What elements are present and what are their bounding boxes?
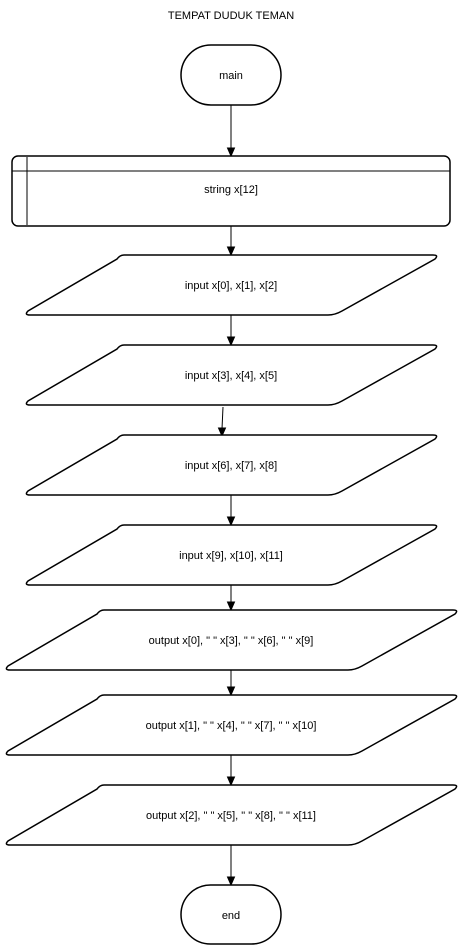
edge-output3-to-end (226, 845, 236, 887)
end-terminator: end (180, 884, 282, 945)
flow-edges (217, 105, 236, 887)
input-4-label: input x[9], x[10], x[11] (179, 550, 283, 562)
edge-output1-to-output2 (226, 670, 236, 697)
input-2-label: input x[3], x[4], x[5] (185, 370, 277, 382)
declare-process: string x[12] (11, 155, 451, 227)
edge-declare-to-input1 (226, 226, 236, 257)
input-node-4: input x[9], x[10], x[11] (25, 524, 438, 586)
input-node-3: input x[6], x[7], x[8] (25, 434, 438, 496)
declare-label: string x[12] (204, 184, 258, 196)
input-node-1: input x[0], x[1], x[2] (25, 254, 438, 316)
output-3-label: output x[2], " " x[5], " " x[8], " " x[1… (146, 810, 316, 822)
input-node-2: input x[3], x[4], x[5] (25, 344, 438, 406)
edge-output2-to-output3 (226, 755, 236, 787)
edge-start-to-declare (226, 105, 236, 158)
edge-input2-to-input3 (217, 406, 227, 438)
diagram-title: TEMPAT DUDUK TEMAN (168, 10, 294, 22)
output-2-label: output x[1], " " x[4], " " x[7], " " x[1… (146, 720, 317, 732)
end-label: end (222, 910, 240, 922)
input-1-label: input x[0], x[1], x[2] (185, 280, 277, 292)
edge-input1-to-input2 (226, 315, 236, 347)
edge-input4-to-output1 (226, 585, 236, 612)
input-3-label: input x[6], x[7], x[8] (185, 460, 277, 472)
edge-input3-to-input4 (226, 495, 236, 527)
output-node-3: output x[2], " " x[5], " " x[8], " " x[1… (5, 784, 458, 846)
start-label: main (219, 70, 243, 82)
output-node-1: output x[0], " " x[3], " " x[6], " " x[9… (5, 609, 458, 671)
output-node-2: output x[1], " " x[4], " " x[7], " " x[1… (5, 694, 458, 756)
output-1-label: output x[0], " " x[3], " " x[6], " " x[9… (149, 635, 314, 647)
start-terminator: main (180, 44, 282, 106)
